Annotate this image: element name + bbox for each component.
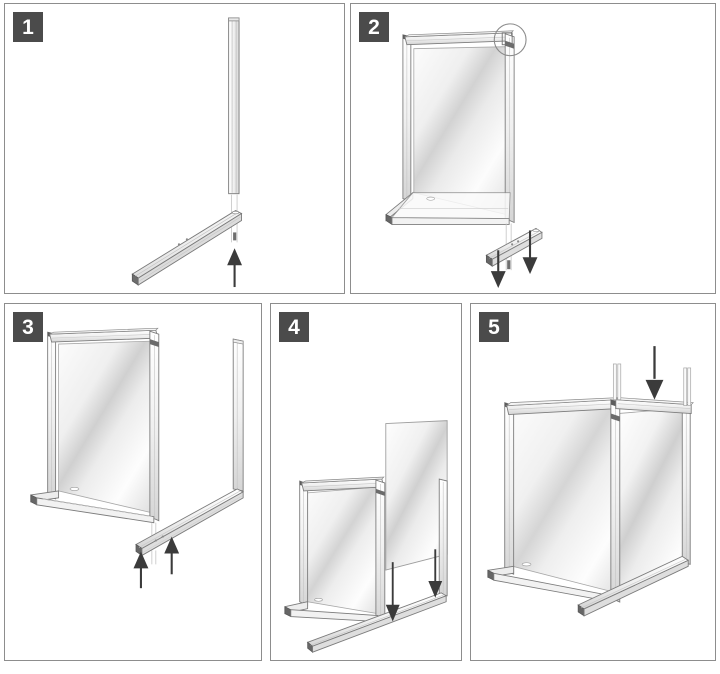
center-post	[610, 399, 621, 603]
insert-arrow-left-icon	[133, 551, 149, 589]
glass-pane	[413, 46, 507, 216]
step-panel-1: 1	[4, 3, 345, 294]
far-right-post	[438, 478, 448, 597]
insert-arrow-right-icon	[164, 536, 180, 575]
step-1-illustration	[131, 17, 243, 288]
step-2-illustration	[385, 23, 543, 289]
press-top-rail-arrow-icon	[645, 346, 664, 400]
step-badge-1: 1	[13, 12, 43, 42]
first-glass-pane	[307, 486, 379, 615]
post-and-rail-assembly	[135, 338, 245, 557]
step-badge-5: 5	[479, 312, 509, 342]
middle-post	[375, 479, 386, 623]
lower-rail-arrow-right-icon	[522, 230, 538, 275]
slide-glass-arrow-right-icon	[428, 549, 443, 598]
step-panel-3: 3	[4, 303, 262, 661]
first-screen-top-rail	[301, 476, 385, 492]
left-post	[402, 34, 412, 202]
vertical-post	[228, 17, 240, 195]
base-rail-left	[284, 597, 379, 623]
horizontal-base-rail	[131, 210, 243, 286]
installed-base-rail	[385, 191, 511, 226]
locating-pins	[612, 363, 692, 406]
left-top-rail	[505, 397, 619, 416]
slide-glass-arrow-left-icon	[385, 562, 400, 622]
insert-post-arrow-icon	[227, 248, 243, 288]
step-3-illustration	[30, 327, 245, 589]
step-5-illustration	[487, 346, 694, 617]
base-rail-right	[577, 555, 690, 617]
installed-base-rail	[30, 487, 155, 524]
lower-rail-arrow-left-icon	[490, 250, 506, 289]
right-post	[681, 405, 691, 565]
step-panel-2: 2	[350, 3, 716, 294]
step-panel-5: 5	[470, 303, 716, 661]
corner-joint-detail-circle	[493, 23, 527, 57]
step-4-illustration	[284, 420, 448, 653]
left-post	[504, 402, 515, 575]
step-badge-2: 2	[359, 12, 389, 42]
right-post	[149, 330, 160, 522]
step-badge-4: 4	[279, 312, 309, 342]
top-rail	[404, 30, 515, 46]
glass-pane	[58, 340, 153, 514]
left-post	[299, 480, 309, 607]
step-badge-3: 3	[13, 312, 43, 342]
left-post	[47, 331, 57, 500]
top-rail	[49, 327, 159, 343]
top-rail-being-fitted	[614, 397, 694, 415]
right-post	[504, 33, 515, 224]
step-panel-4: 4	[270, 303, 462, 661]
second-glass-pane	[385, 420, 448, 571]
